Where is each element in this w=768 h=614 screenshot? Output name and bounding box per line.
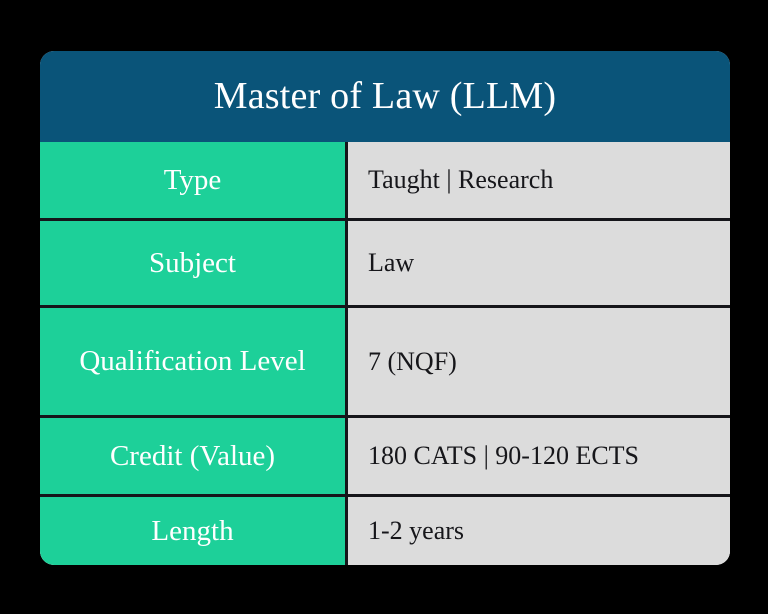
specification-table: Type Taught | Research Subject Law Quali… — [40, 142, 730, 565]
row-value-text: Law — [368, 248, 415, 278]
row-label-cell-subject: Subject — [40, 221, 348, 305]
row-label-cell-length: Length — [40, 497, 348, 565]
row-label-cell-type: Type — [40, 142, 348, 218]
row-value-cell-type: Taught | Research — [348, 142, 730, 218]
row-value-cell-credit-value: 180 CATS | 90-120 ECTS — [348, 418, 730, 494]
row-value-text: Taught | Research — [368, 165, 554, 195]
row-label-cell-qualification-level: Qualification Level — [40, 308, 348, 415]
row-label-cell-credit-value: Credit (Value) — [40, 418, 348, 494]
page-title: Master of Law (LLM) — [213, 74, 557, 117]
table-row: Qualification Level 7 (NQF) — [40, 308, 730, 418]
row-value-text: 180 CATS | 90-120 ECTS — [368, 441, 640, 471]
row-label-text: Length — [151, 514, 234, 547]
table-row: Type Taught | Research — [40, 142, 730, 221]
row-value-text: 7 (NQF) — [368, 346, 457, 376]
row-value-cell-qualification-level: 7 (NQF) — [348, 308, 730, 415]
row-label-text: Subject — [149, 246, 236, 279]
row-value-text: 1-2 years — [368, 516, 465, 546]
card-header: Master of Law (LLM) — [40, 51, 730, 142]
row-label-text: Type — [163, 163, 222, 196]
row-value-cell-subject: Law — [348, 221, 730, 305]
table-row: Length 1-2 years — [40, 497, 730, 565]
table-row: Subject Law — [40, 221, 730, 308]
table-row: Credit (Value) 180 CATS | 90-120 ECTS — [40, 418, 730, 497]
row-label-text: Qualification Level — [79, 345, 306, 378]
row-value-cell-length: 1-2 years — [348, 497, 730, 565]
qualification-info-card: Master of Law (LLM) Type Taught | Resear… — [40, 51, 730, 565]
row-label-text: Credit (Value) — [109, 439, 276, 472]
